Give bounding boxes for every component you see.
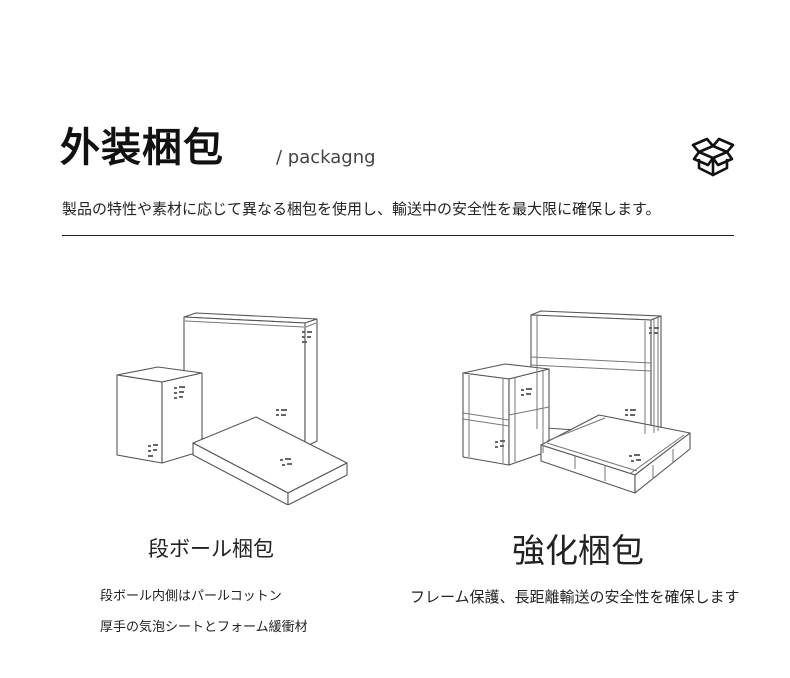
cardboard-note-2: 厚手の気泡シートとフォーム緩衝材	[100, 620, 308, 635]
cardboard-packaging-title: 段ボール梱包	[148, 537, 274, 561]
reinforced-note: フレーム保護、長距離輸送の安全性を確保します	[410, 588, 740, 606]
divider-line	[62, 235, 734, 236]
box-open-icon	[691, 137, 735, 177]
cardboard-boxes-illustration	[116, 312, 348, 505]
intro-description: 製品の特性や素材に応じて異なる梱包を使用し、輸送中の安全性を最大限に確保します。	[62, 200, 661, 218]
reinforced-crates-illustration	[462, 310, 691, 494]
cardboard-note-1: 段ボール内側はパールコットン	[100, 589, 282, 604]
page-title: 外装梱包	[60, 125, 224, 171]
page-subtitle: / packagng	[276, 147, 376, 168]
reinforced-packaging-title: 強化梱包	[512, 531, 644, 570]
